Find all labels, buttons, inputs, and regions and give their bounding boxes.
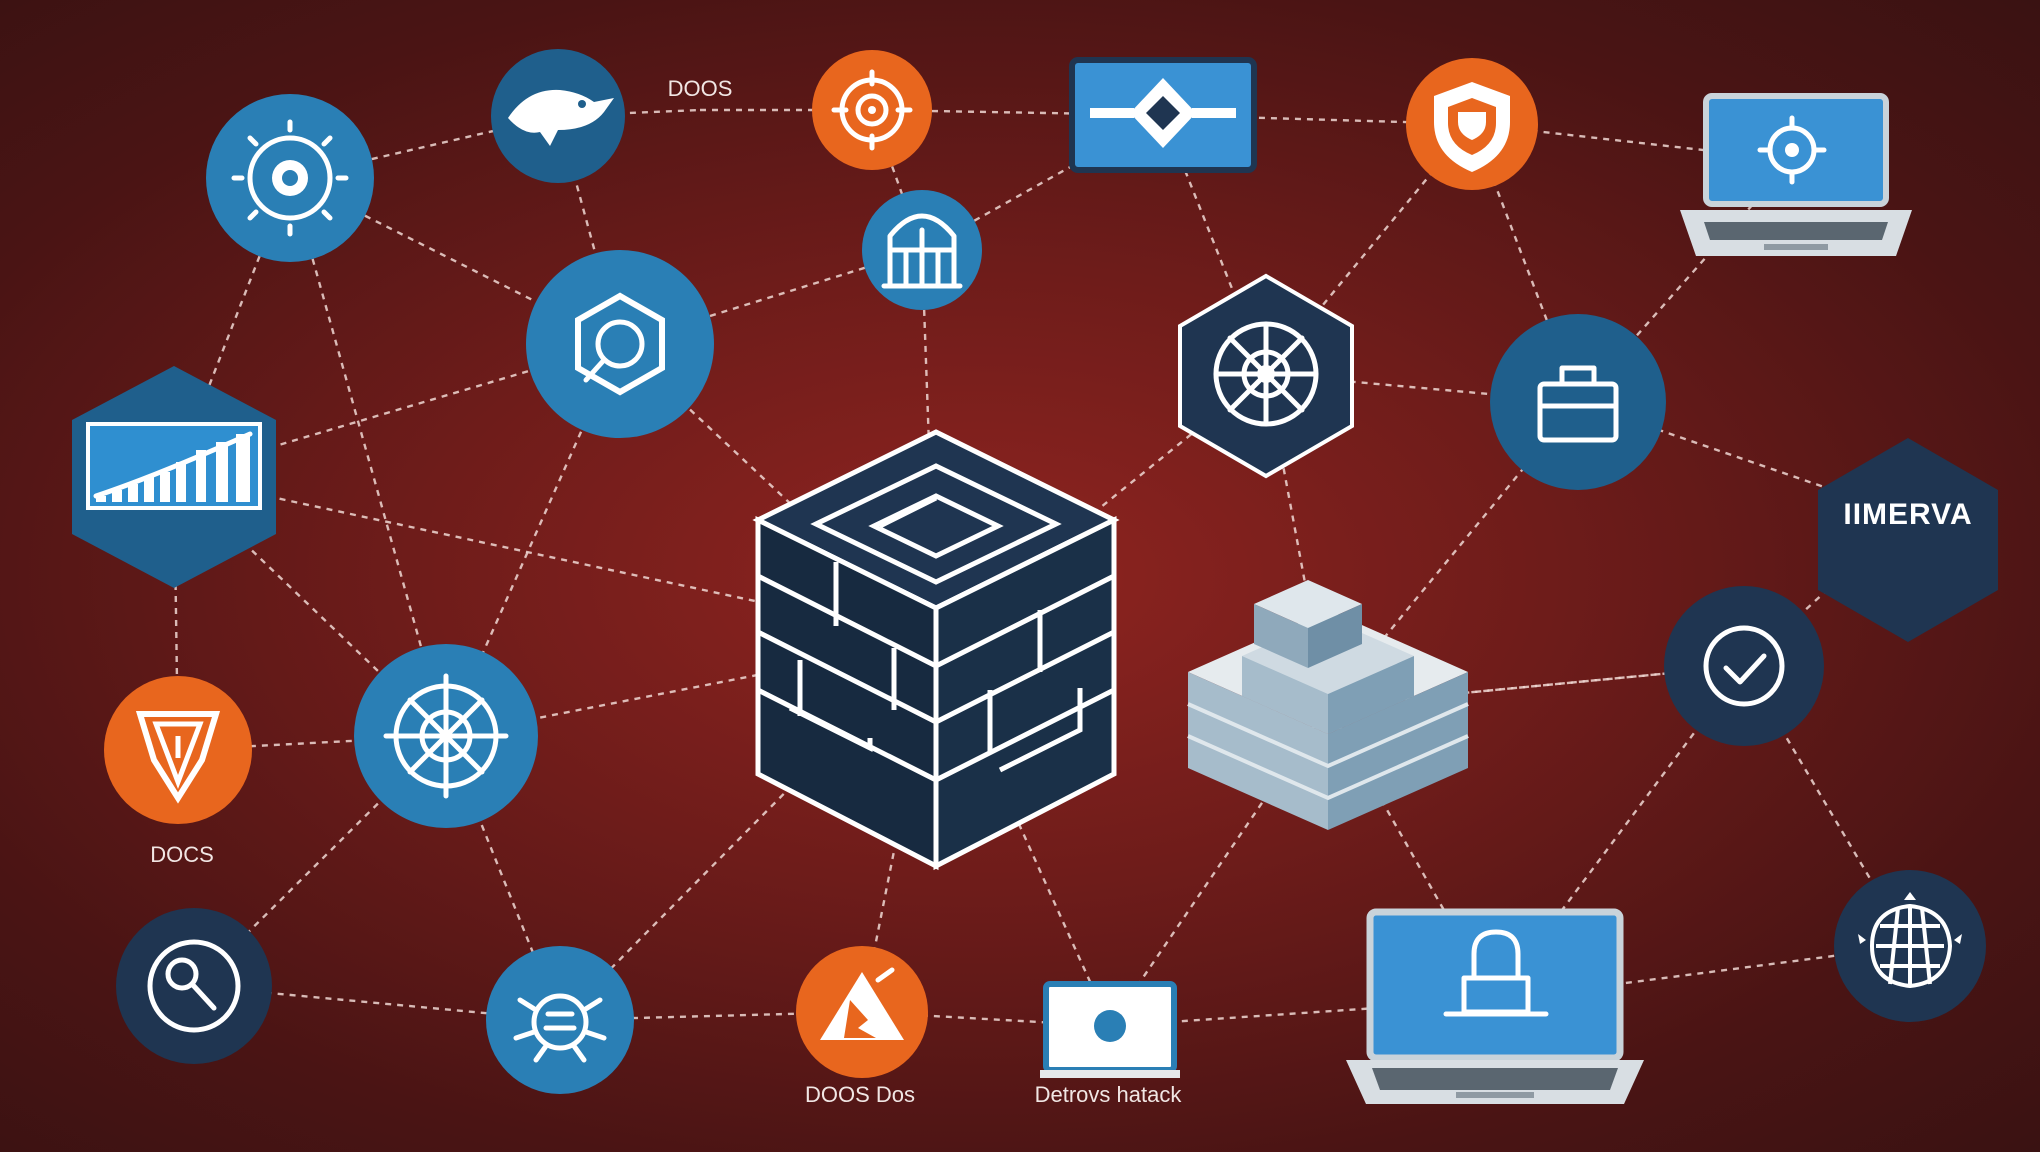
alert-orange-node [796,946,928,1078]
doos-dos-label: DOOS Dos [805,1082,915,1107]
connection-line-gear-cross [288,177,448,737]
shield-orange-node [1406,58,1538,190]
monitor-small-node [1040,981,1180,1078]
firewall-cube-node [752,429,1120,871]
network-diamond-icon [1090,78,1236,148]
firewall-cube-icon [756,463,1116,783]
crosshair-icon [383,673,509,799]
connection-line-check-lock [1494,665,1745,1001]
gear-icon [231,119,349,237]
bird-circle-node [491,49,625,183]
target-icon [831,69,913,151]
mesh-globe-icon [1858,892,1962,989]
network-box-node [1069,57,1257,173]
check-icon [1703,625,1785,707]
laptop-top-node [1680,93,1912,256]
check-circle-node [1664,586,1824,746]
shield-icon [1434,82,1510,172]
laptop-lock-node [1346,908,1644,1104]
server-stack-node [1187,580,1469,830]
bug-circle-node [486,946,634,1094]
alert-icon [820,967,904,1040]
imerva-hex-node: IIMERVA [1818,438,1998,642]
laptop-gear-icon [1757,115,1827,185]
radar-hex-node [1178,273,1354,479]
doos-top-label: DOOS [668,76,733,101]
mesh-circle-node [1834,870,1986,1022]
laptop-lock-icon [1443,929,1549,1017]
warning-orange-node [104,676,252,824]
building-icon [881,213,963,289]
chart-hex-node [72,366,276,588]
warning-shield-icon [135,711,221,804]
bar-chart-icon [86,422,262,510]
search-icon [575,292,665,396]
monitor-icon [1094,1010,1126,1042]
target-orange-node [812,50,932,170]
briefcase-circle-node [1490,314,1666,490]
detrovs-label: Detrovs hatack [1035,1082,1183,1107]
connection-line-mon-server [1109,705,1329,1027]
gear-circle-node [206,94,374,262]
radar-icon [1213,321,1319,427]
docs-label: DOCS [150,842,214,867]
connection-line-warn-cross [177,734,447,752]
search-circle-node [526,250,714,438]
imerva-label: IIMERVA [1843,498,1972,531]
key-circle-node [116,908,272,1064]
building-circle-node [862,190,982,310]
bug-icon [513,993,607,1063]
briefcase-icon [1537,365,1619,443]
crosshair-circle-node [354,644,538,828]
bird-icon [508,89,614,146]
key-icon [147,939,241,1033]
